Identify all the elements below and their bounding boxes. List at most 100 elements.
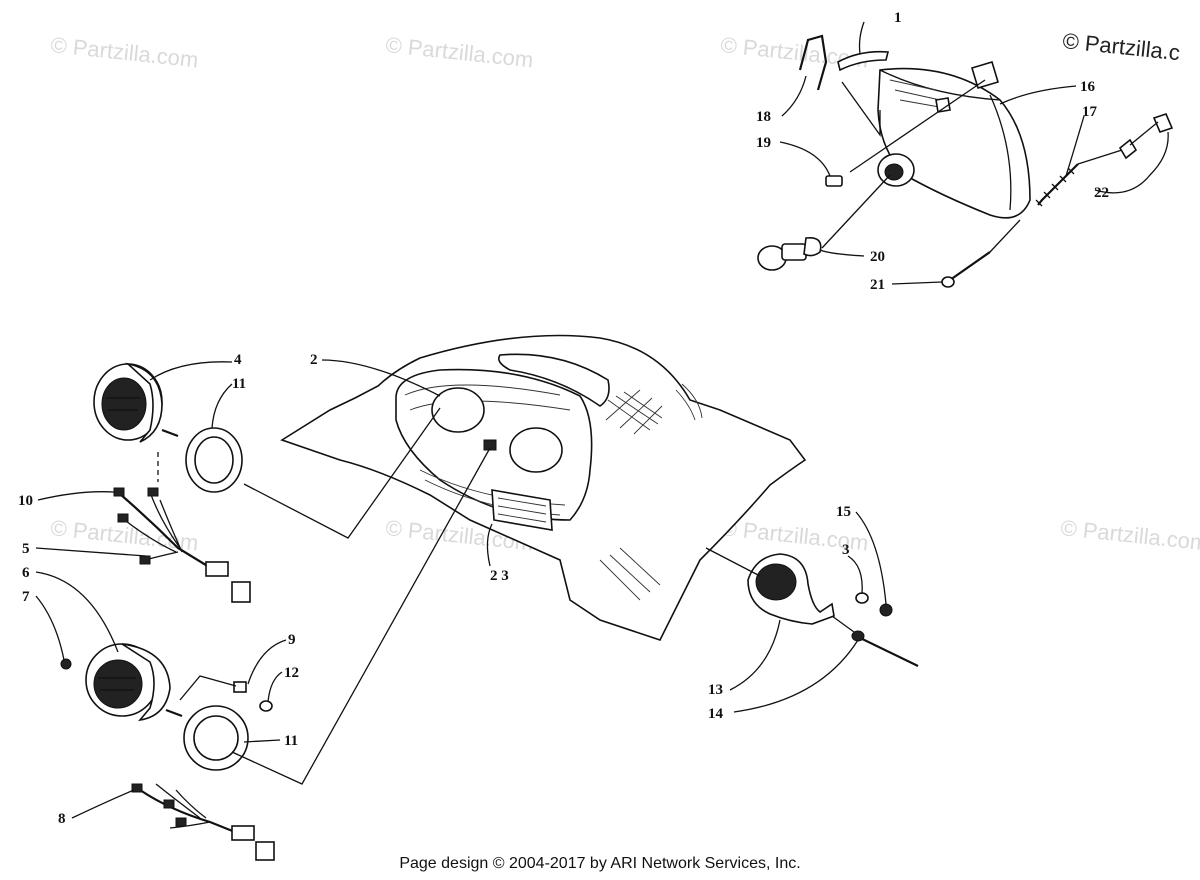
leader-line-20 xyxy=(819,249,865,257)
leader-line-19 xyxy=(779,141,831,177)
callout-17: 17 xyxy=(1082,104,1098,120)
spring-part xyxy=(1037,163,1079,206)
mounting-tab-part xyxy=(971,61,999,89)
explode-line xyxy=(179,675,237,701)
callout-21: 21 xyxy=(870,277,885,293)
harness-wires xyxy=(121,491,183,561)
leader-line-15 xyxy=(855,511,887,605)
watermark: © Partzilla.com xyxy=(384,32,534,72)
tachometer-group xyxy=(60,643,275,861)
callout-8: 8 xyxy=(58,811,66,827)
leader-line-17 xyxy=(1065,115,1085,177)
spring-coils xyxy=(1035,167,1075,207)
explode-line xyxy=(821,174,891,249)
callout-4: 4 xyxy=(234,352,242,368)
callout-11: 11 xyxy=(232,376,246,392)
dash-panel xyxy=(280,334,807,641)
gauge-ring-inner xyxy=(194,436,234,484)
headlight-assembly xyxy=(757,34,1174,288)
explode-line xyxy=(1077,149,1123,165)
screw-part xyxy=(825,175,843,187)
callout-13: 13 xyxy=(708,682,723,698)
page-footer: Page design © 2004-2017 by ARI Network S… xyxy=(399,855,800,872)
leader-line-12 xyxy=(267,671,283,703)
gauge-hole-left xyxy=(431,387,485,433)
explode-line xyxy=(231,447,491,785)
callout-9: 9 xyxy=(288,632,296,648)
leader-line-13 xyxy=(729,619,781,691)
wire-bracket-part xyxy=(798,34,828,91)
leader-line-23 xyxy=(486,523,493,567)
leader-line-9 xyxy=(247,639,287,685)
callout-19: 19 xyxy=(756,135,771,151)
vent-shading xyxy=(675,383,703,421)
bracket-arm-line xyxy=(841,81,881,138)
switch-part xyxy=(851,630,865,642)
harness-connector xyxy=(163,799,175,809)
indicator-bulb-part xyxy=(233,681,247,693)
indicator-socket xyxy=(483,439,497,451)
explode-line xyxy=(831,615,855,633)
callout-1: 1 xyxy=(894,10,902,26)
leader-line-21 xyxy=(891,281,943,285)
callout-15: 15 xyxy=(836,504,851,520)
adjust-screw-head xyxy=(941,276,955,288)
tachometer-face xyxy=(93,659,143,709)
bulb-glass-part xyxy=(803,236,822,257)
washer-part xyxy=(855,592,869,604)
leader-line-3 xyxy=(847,555,863,595)
harness-connector xyxy=(147,487,159,497)
callout-3: 3 xyxy=(842,542,850,558)
tachometer-stud xyxy=(165,708,183,718)
harness-wires xyxy=(155,783,211,829)
tachometer-markings xyxy=(98,677,136,691)
explode-line xyxy=(989,219,1021,253)
harness-plug xyxy=(205,561,229,577)
bulb-socket-part xyxy=(259,700,273,712)
decal-lines xyxy=(497,497,547,523)
callout-16: 16 xyxy=(1080,79,1096,95)
tachometer-body xyxy=(121,643,171,722)
callout-20: 20 xyxy=(870,249,885,265)
callout-2: 2 xyxy=(310,352,318,368)
harness-connector xyxy=(139,555,151,565)
harness-connector xyxy=(175,817,187,827)
harness-plug xyxy=(231,825,255,841)
leader-line-11a xyxy=(211,383,233,429)
leader-line-22 xyxy=(1094,131,1169,194)
leader-line-16 xyxy=(999,85,1077,105)
hood-shading xyxy=(599,547,661,601)
callout-6: 6 xyxy=(22,565,30,581)
speedometer-body xyxy=(125,362,163,443)
speedometer-face xyxy=(101,377,147,431)
switch-housing-opening xyxy=(755,563,797,601)
gauge-hole-right xyxy=(509,427,563,473)
callout-23: 2 3 xyxy=(490,568,509,584)
harness-connector xyxy=(117,513,129,523)
callout-labels: 1 2 3 4 5 6 7 8 9 10 11 11 12 13 14 15 1… xyxy=(18,10,1109,827)
leader-line-11b xyxy=(243,739,281,743)
wire-harness-part xyxy=(139,789,241,836)
explode-line xyxy=(849,79,986,173)
harness-plug-end xyxy=(255,841,275,861)
nut-part xyxy=(60,658,72,670)
harness-connector xyxy=(131,783,143,793)
windshield-slot xyxy=(497,353,610,407)
speedometer-markings xyxy=(106,397,140,411)
leader-line-5 xyxy=(35,547,147,557)
explode-line xyxy=(705,547,761,577)
wire-harness-part xyxy=(119,493,215,571)
nut-part xyxy=(879,603,893,617)
leader-line-1 xyxy=(858,21,865,55)
watermark: © Partzilla.com xyxy=(49,32,199,72)
adjuster-clip-part xyxy=(1118,138,1138,160)
housing-edge-line xyxy=(989,94,1012,211)
speedometer-group xyxy=(93,362,251,603)
callout-11: 11 xyxy=(284,733,298,749)
leader-line-4 xyxy=(149,361,233,381)
bulb-base-part xyxy=(781,243,807,261)
mounting-tab-part xyxy=(935,97,951,113)
adjuster-nut-part xyxy=(1152,113,1174,133)
